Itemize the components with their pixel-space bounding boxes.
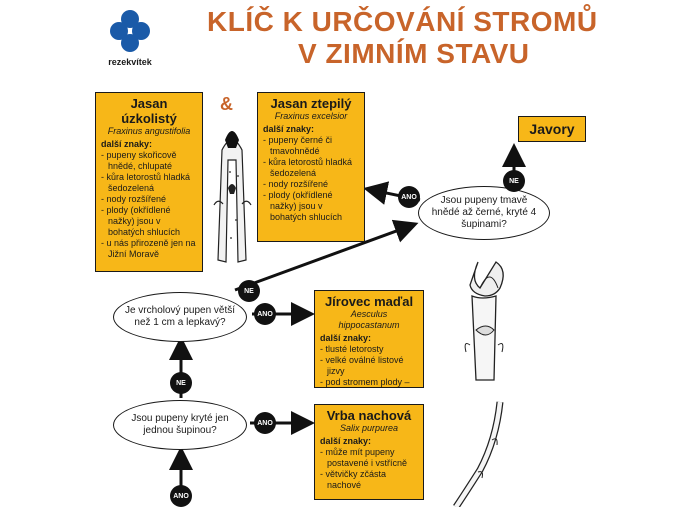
page-title-line2: V ZIMNÍM STAVU <box>298 38 530 69</box>
species-latin: Fraxinus angustifolia <box>107 126 191 136</box>
box-vrba-nachova: Vrba nachová Salix purpurea další znaky:… <box>314 404 424 500</box>
species-name: Vrba nachová <box>326 408 412 423</box>
trait-item: - pupeny skořicově hnědé, chlupaté <box>101 150 177 171</box>
trait-item: - velké oválné listové jizvy <box>320 355 404 376</box>
question-tmave-hnede: Jsou pupeny tmavě hnědé až černé, kryté … <box>418 186 550 240</box>
question-text: Jsou pupeny tmavě hnědé až černé, kryté … <box>431 195 537 230</box>
species-latin: Fraxinus excelsior <box>274 111 348 121</box>
trait-item: - pupeny černé či tmavohnědé <box>263 135 333 156</box>
trait-item: - u nás přirozeně jen na Jižní Moravě <box>101 238 196 259</box>
question-vrcholovy-pupen: Je vrcholový pupen větší než 1 cm a lepk… <box>113 292 247 342</box>
page-title-line1: KLÍČ K URČOVÁNÍ STROMŮ <box>207 6 598 37</box>
jasan-twig-illustration <box>213 131 252 263</box>
traits-list: - může mít pupeny postavené i vstřícně -… <box>320 447 418 491</box>
badge-ne-q-tmave: NE <box>238 280 260 302</box>
species-latin: Aesculus hippocastanum <box>338 309 400 330</box>
badge-ano-jasan: ANO <box>398 186 420 208</box>
species-latin: Salix purpurea <box>339 423 399 433</box>
badge-ano-vrba: ANO <box>254 412 276 434</box>
trait-item: - větvičky zčásta nachové <box>320 469 387 490</box>
trait-item: - plody (okřídlené nažky) jsou v bohatýc… <box>101 205 181 237</box>
box-jasan-ztepily: Jasan ztepilý Fraxinus excelsior další z… <box>257 92 365 242</box>
traits-list: - pupeny černé či tmavohnědé - kůra leto… <box>263 135 359 223</box>
badge-ne-javory: NE <box>503 170 525 192</box>
logo: rezekvítek <box>105 8 155 67</box>
trait-item: - kůra letorostů hladká šedozelená <box>263 157 353 178</box>
species-name: Jírovec maďal <box>324 294 414 309</box>
box-jasan-uzkolisty: Jasan úzkolistý Fraxinus angustifolia da… <box>95 92 203 272</box>
arrow-to-q-tmave <box>234 219 419 292</box>
traits-label: další znaky: <box>101 139 153 149</box>
species-name: Jasan ztepilý <box>270 96 352 111</box>
trait-item: - nody rozšířené <box>101 194 167 204</box>
badge-ano-jirovec: ANO <box>254 303 276 325</box>
trait-item: - pod stromem plody – kaštany <box>320 377 410 387</box>
question-jednou-supinou: Jsou pupeny kryté jen jednou šupinou? <box>113 400 247 450</box>
trait-item: - nody rozšířené <box>263 179 329 189</box>
question-text: Jsou pupeny kryté jen jednou šupinou? <box>131 413 229 436</box>
species-name: Jasan úzkolistý <box>121 96 177 126</box>
ampersand: & <box>220 94 233 114</box>
trait-item: - kůra letorostů hladká šedozelená <box>101 172 191 193</box>
traits-label: další znaky: <box>320 333 372 343</box>
badge-ano-bottom: ANO <box>170 485 192 507</box>
trait-item: - plody (okřídlené nažky) jsou v bohatýc… <box>263 190 343 222</box>
jirovec-twig-illustration <box>464 261 504 381</box>
box-javory: Javory <box>518 116 586 142</box>
trait-item: - tlusté letorosty <box>320 344 384 354</box>
vrba-twig-illustration <box>453 401 504 507</box>
traits-label: další znaky: <box>263 124 315 134</box>
trait-item: - může mít pupeny postavené i vstřícně <box>320 447 408 468</box>
traits-list: - pupeny skořicově hnědé, chlupaté - kůr… <box>101 150 197 260</box>
traits-label: další znaky: <box>320 436 372 446</box>
question-text: Je vrcholový pupen větší než 1 cm a lepk… <box>124 305 236 328</box>
traits-list: - tlusté letorosty - velké oválné listov… <box>320 344 418 387</box>
box-jirovec-madal: Jírovec maďal Aesculus hippocastanum dal… <box>314 290 424 388</box>
logo-text: rezekvítek <box>108 57 152 67</box>
badge-ne-q-vrcholovy: NE <box>170 372 192 394</box>
